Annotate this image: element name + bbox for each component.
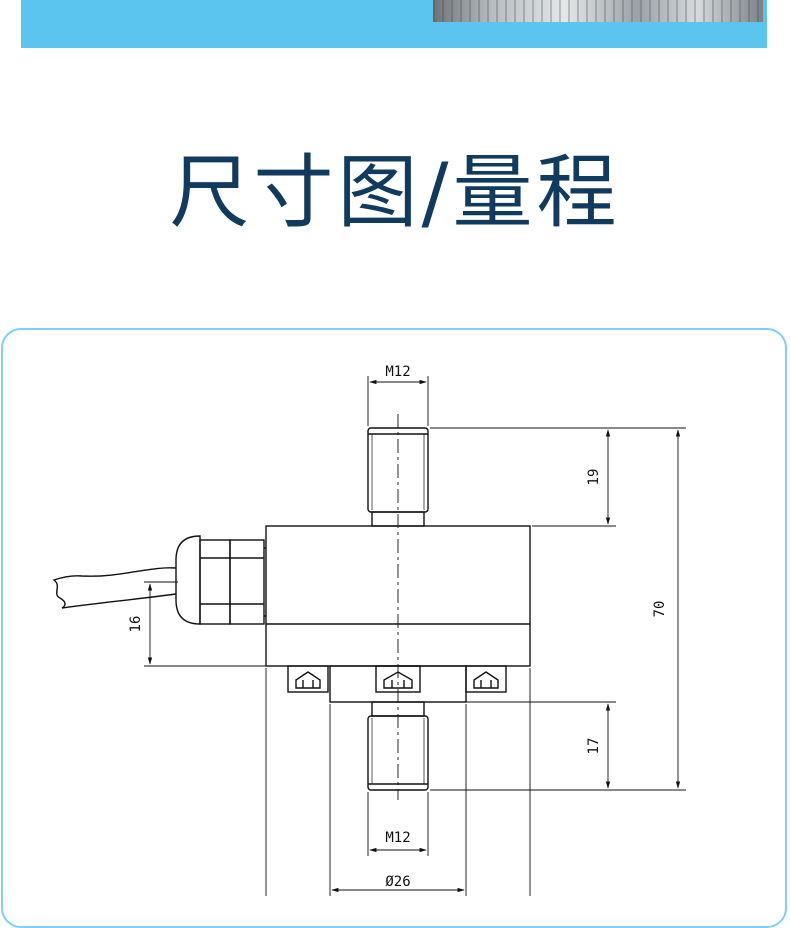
cable-gland-cap xyxy=(175,535,201,625)
cable-gland-nut xyxy=(199,539,231,625)
bolt-left xyxy=(287,665,329,693)
label-bottom-thread: M12 xyxy=(385,830,410,846)
label-bottom-stud-length: 17 xyxy=(586,738,602,755)
label-body-diameter: Ø26 xyxy=(385,874,410,890)
bolt-right xyxy=(465,665,507,693)
section-title: 尺寸图/量程 xyxy=(169,146,621,239)
cable xyxy=(52,567,177,609)
label-cable-height: 16 xyxy=(128,616,144,633)
dimension-labels: M12 19 70 16 17 M12 Ø26 xyxy=(128,364,668,890)
cable-gland-hex xyxy=(229,539,265,625)
sensor-outline xyxy=(52,414,531,800)
top-banner xyxy=(21,0,767,48)
dimension-lines xyxy=(144,376,686,896)
label-top-thread: M12 xyxy=(385,364,410,380)
label-top-stud-length: 19 xyxy=(586,469,602,486)
banner-photo xyxy=(433,0,763,22)
label-total-height: 70 xyxy=(652,601,668,618)
dimension-drawing: M12 19 70 16 17 M12 Ø26 xyxy=(52,364,686,896)
